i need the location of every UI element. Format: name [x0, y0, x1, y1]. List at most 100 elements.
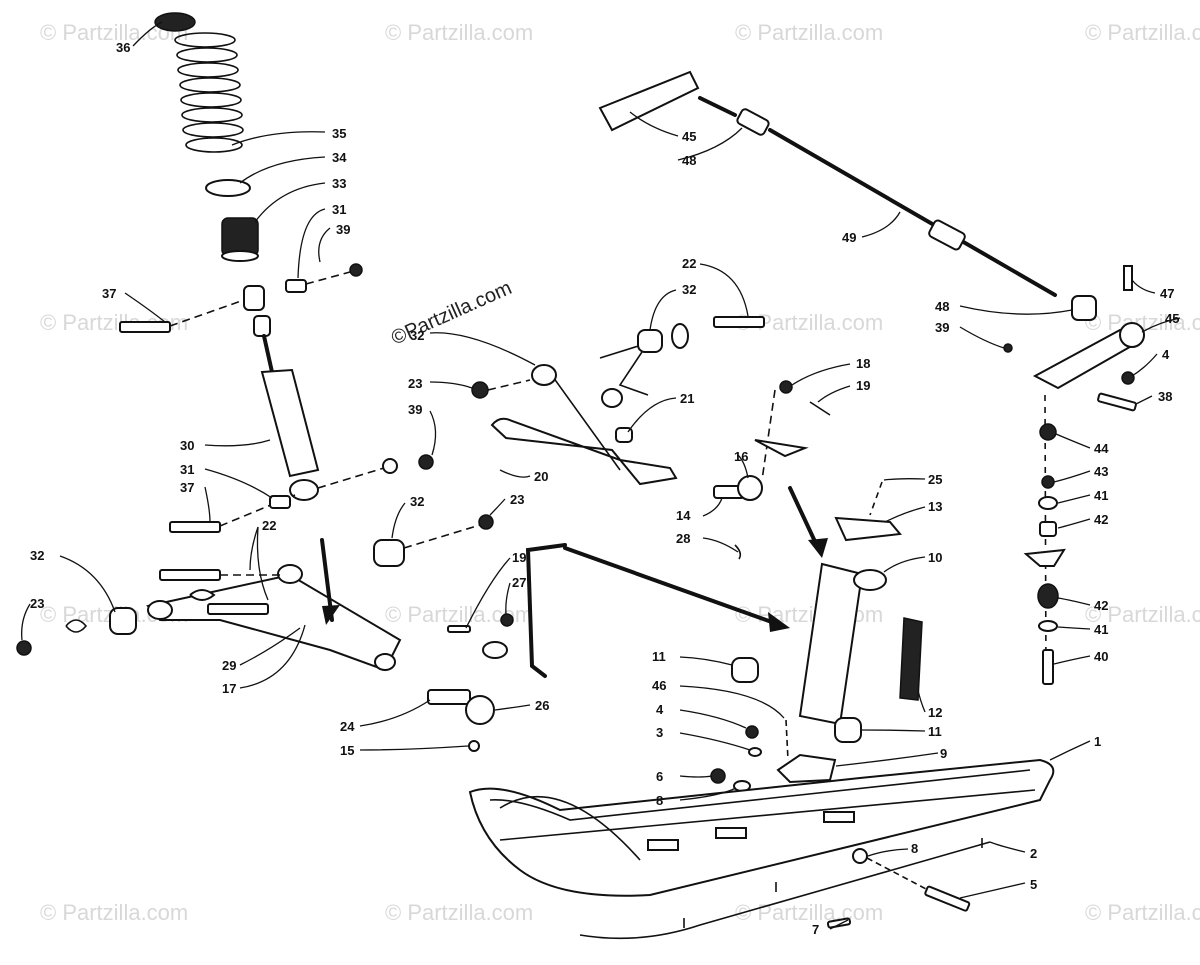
bushing	[109, 607, 137, 635]
arrow	[788, 486, 820, 550]
bolt	[1123, 265, 1133, 291]
spring-cap	[154, 12, 196, 32]
callout-37: 37	[102, 286, 116, 301]
nut	[1121, 371, 1135, 385]
tie-rod-assembly	[598, 70, 1145, 685]
callout-22: 22	[682, 256, 696, 271]
nut	[500, 613, 514, 627]
nut	[478, 514, 494, 530]
shock-rod	[262, 334, 274, 374]
callout-22: 22	[262, 518, 276, 533]
spacer	[269, 495, 291, 509]
callout-15: 15	[340, 743, 354, 758]
watermark: © Partzilla.com	[1085, 602, 1200, 627]
callout-48: 48	[935, 299, 949, 314]
callout-9: 9	[940, 746, 947, 761]
coil-spring	[174, 32, 244, 153]
bolt	[713, 316, 765, 328]
callout-10: 10	[928, 550, 942, 565]
callout-12: 12	[928, 705, 942, 720]
callout-8: 8	[911, 841, 918, 856]
shock-lower-eye	[289, 479, 319, 501]
upper-a-arm-assembly	[471, 316, 831, 560]
callout-41: 41	[1094, 622, 1108, 637]
spring-seat	[205, 179, 251, 197]
ski-loop	[499, 795, 641, 861]
watermark: © Partzilla.com	[735, 602, 883, 627]
lower-a-arm-assembly	[16, 514, 514, 752]
watermark-center: ©Partzilla.com	[388, 277, 515, 350]
callout-35: 35	[332, 126, 346, 141]
callout-17: 17	[222, 681, 236, 696]
ski	[468, 758, 1055, 897]
bushing	[731, 657, 759, 683]
callout-28: 28	[676, 531, 690, 546]
callout-45: 45	[1165, 311, 1179, 326]
bushing	[1071, 295, 1097, 321]
bolt	[207, 603, 269, 615]
callout-38: 38	[1158, 389, 1172, 404]
callout-40: 40	[1094, 649, 1108, 664]
callout-5: 5	[1030, 877, 1037, 892]
washer	[748, 747, 762, 757]
callout-11: 11	[928, 724, 942, 739]
callout-32: 32	[410, 494, 424, 509]
nut	[349, 263, 363, 277]
callout-39: 39	[935, 320, 949, 335]
arrow	[563, 546, 782, 627]
callout-23: 23	[30, 596, 44, 611]
callout-13: 13	[928, 499, 942, 514]
callout-46: 46	[652, 678, 666, 693]
nut	[471, 381, 489, 399]
shock-body	[260, 368, 320, 478]
sway-bar	[525, 543, 567, 678]
watermark: © Partzilla.com	[385, 20, 533, 45]
tie-rod-end	[427, 689, 471, 705]
callout-7: 7	[812, 922, 819, 937]
bolt	[924, 885, 971, 912]
ball-joint	[1039, 423, 1057, 441]
nut	[710, 768, 726, 784]
bracket	[1023, 548, 1066, 567]
bushing	[373, 539, 405, 567]
callout-26: 26	[535, 698, 549, 713]
callout-31: 31	[180, 462, 194, 477]
callout-1: 1	[1094, 734, 1101, 749]
lower-a-arm	[146, 573, 402, 672]
spindle-cap	[834, 516, 902, 542]
callout-16: 16	[734, 449, 748, 464]
watermark: © Partzilla.com	[735, 900, 883, 925]
callout-27: 27	[512, 575, 526, 590]
nut	[779, 380, 793, 394]
upper-a-arm	[490, 417, 678, 486]
bolt	[1042, 649, 1054, 685]
spacer	[285, 279, 307, 293]
nut	[1041, 475, 1055, 489]
callout-49: 49	[842, 230, 856, 245]
callout-47: 47	[1160, 286, 1174, 301]
callout-31: 31	[332, 202, 346, 217]
wear-spring	[899, 617, 923, 701]
washer	[671, 323, 689, 349]
callout-48: 48	[682, 153, 696, 168]
bracket	[754, 439, 809, 458]
nut	[826, 917, 852, 929]
watermark: © Partzilla.com	[1085, 900, 1200, 925]
callout-41: 41	[1094, 488, 1108, 503]
watermark: © Partzilla.com	[40, 900, 188, 925]
watermark: © Partzilla.com	[1085, 20, 1200, 45]
callout-42: 42	[1094, 598, 1108, 613]
cotter-pin	[734, 544, 742, 560]
callout-43: 43	[1094, 464, 1108, 479]
callout-14: 14	[676, 508, 691, 523]
steering-arm	[598, 70, 700, 132]
callout-44: 44	[1094, 441, 1109, 456]
callout-42: 42	[1094, 512, 1108, 527]
washer	[65, 619, 88, 633]
callout-23: 23	[510, 492, 524, 507]
callout-4: 4	[656, 702, 664, 717]
shock-absorber-assembly	[119, 12, 434, 533]
callout-32: 32	[30, 548, 44, 563]
bushing	[834, 717, 862, 743]
callout-34: 34	[332, 150, 347, 165]
